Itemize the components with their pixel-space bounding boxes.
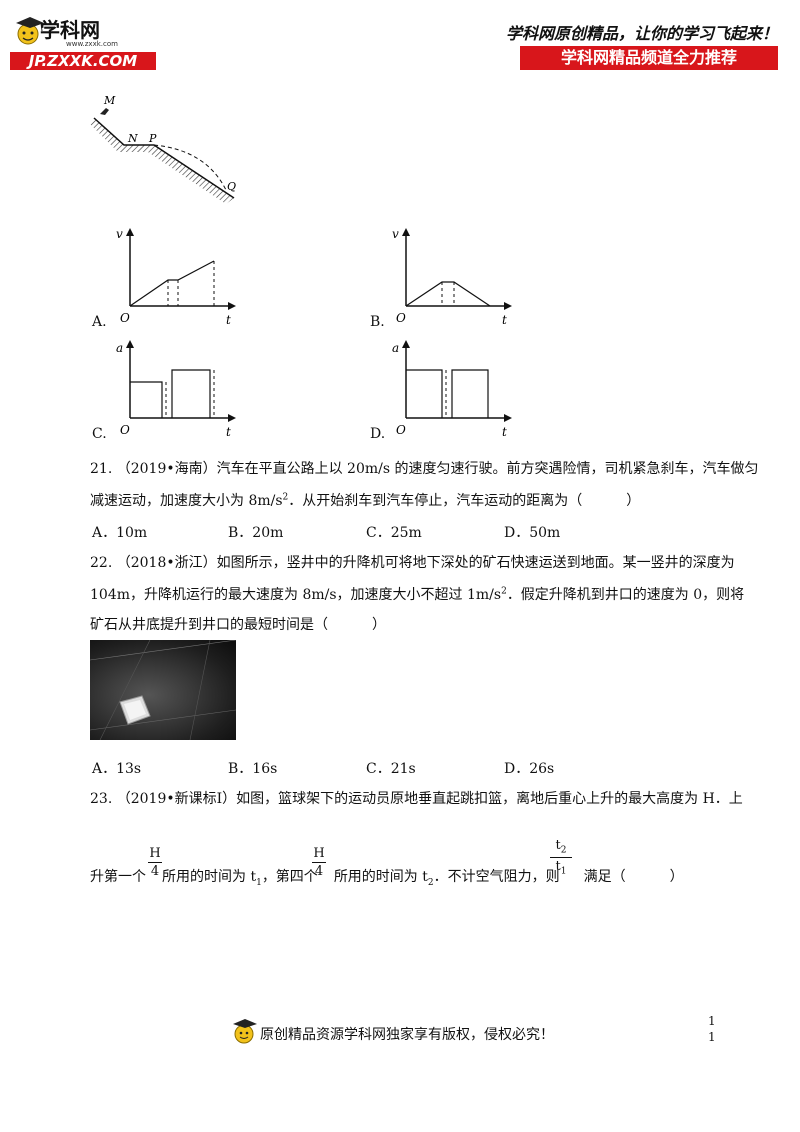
q22-text2a: 104m，升降机运行的最大速度为 8m/s，加速度大小不超过 1m/s <box>90 587 502 603</box>
q21-source: （2019•海南） <box>116 461 217 477</box>
header-slogan: 学科网原创精品，让你的学习飞起来！ <box>505 24 778 43</box>
q22-text3b: ） <box>372 617 386 633</box>
q23-line1: 23. （2019•新课标Ⅰ）如图，篮球架下的运动员原地垂直起跳扣篮，离地后重心… <box>90 788 743 808</box>
q23-t1-sub: 1 <box>256 877 262 888</box>
graph-d: a O t <box>392 340 512 439</box>
q23-l2-b: 所用的时间为 t <box>162 869 257 885</box>
q22-source: （2018•浙江） <box>116 555 217 571</box>
q23-line2: 升第一个所用的时间为 t1，第四个所用的时间为 t2．不计空气阻力，则满足（） <box>90 866 684 888</box>
q21-line1: 21. （2019•海南）汽车在平直公路上以 20m/s 的速度匀速行驶。前方突… <box>90 458 759 478</box>
page-number-top: 1 <box>708 1014 716 1028</box>
q23-text1: 如图，篮球架下的运动员原地垂直起跳扣篮，离地后重心上升的最大高度为 H．上 <box>236 791 743 807</box>
q22-text3a: 矿石从井底提升到井口的最短时间是（ <box>90 617 328 633</box>
graph-b: v O t <box>392 227 512 327</box>
q22-line3: 矿石从井底提升到井口的最短时间是（ ） <box>90 614 386 634</box>
footer-copyright: 原创精品资源学科网独家享有版权，侵权必究！ <box>260 1027 554 1043</box>
q22-line2: 104m，升降机运行的最大速度为 8m/s，加速度大小不超过 1m/s2．假定升… <box>90 586 745 603</box>
graph-a: v O t <box>116 227 236 327</box>
q21-text2b: ．从开始刹车到汽车停止，汽车运动的距离为（ <box>288 493 583 509</box>
q22-option-b[interactable]: B．16s <box>228 761 278 777</box>
q22-line1: 22. （2018•浙江）如图所示，竖井中的升降机可将地下深处的矿石快速运送到地… <box>90 552 735 572</box>
option-a-letter: A. <box>92 314 107 330</box>
label-Q: Q <box>227 180 236 193</box>
q21-line2: 减速运动，加速度大小为 8m/s2．从开始刹车到汽车停止，汽车运动的距离为（） <box>90 492 641 509</box>
q23-ratio-den: t1 <box>555 858 567 877</box>
graph-a-origin: O <box>120 311 130 325</box>
q23-l2-d: 所用的时间为 t <box>333 869 428 885</box>
q22-text1: 如图所示，竖井中的升降机可将地下深处的矿石快速运送到地面。某一竖井的深度为 <box>216 555 735 571</box>
mascot-icon <box>16 17 44 45</box>
graph-c-xlabel: t <box>226 425 231 439</box>
q22-option-c[interactable]: C．21s <box>366 761 416 777</box>
q22-option-d[interactable]: D．26s <box>504 761 555 777</box>
graph-b-origin: O <box>396 311 406 325</box>
q21-number: 21. <box>90 461 113 477</box>
mine-shaft-photo <box>89 639 237 741</box>
q21-option-d[interactable]: D．50m <box>504 525 561 541</box>
logo-bar: JP.ZXXK.COM <box>10 52 156 70</box>
graph-d-origin: O <box>396 423 406 437</box>
q21-option-b[interactable]: B．20m <box>228 525 284 541</box>
q22-text2b: ．假定升降机到井口的速度为 0，则将 <box>506 587 745 603</box>
q23-source: （2019•新课标Ⅰ） <box>116 791 237 807</box>
mine-shaft-detail <box>89 639 237 741</box>
label-P: P <box>148 132 157 145</box>
graph-b-ylabel: v <box>392 227 399 241</box>
q23-l2-g: ） <box>669 869 684 885</box>
q23-frac2-num: H <box>313 846 325 861</box>
graph-d-xlabel: t <box>502 425 507 439</box>
graph-a-ylabel: v <box>116 227 123 241</box>
q21-text1: 汽车在平直公路上以 20m/s 的速度匀速行驶。前方突遇险情，司机紧急刹车，汽车… <box>216 461 759 477</box>
label-N: N <box>127 132 138 145</box>
q23-frac1-num: H <box>149 846 161 861</box>
footer-mascot-icon <box>233 1019 257 1044</box>
q21-text2c: ） <box>626 493 641 509</box>
graph-c: a O t <box>116 340 236 439</box>
q21-option-c[interactable]: C．25m <box>366 525 422 541</box>
q23-frac1-den: 4 <box>150 864 160 879</box>
option-d-letter: D. <box>370 426 386 442</box>
logo-name: 学科网 <box>40 18 100 42</box>
label-M: M <box>103 94 116 107</box>
option-b-letter: B. <box>370 314 385 330</box>
slope-figure: M N P Q <box>90 94 236 204</box>
page-number-bottom: 1 <box>708 1030 716 1044</box>
skier-icon <box>100 108 109 115</box>
graph-c-origin: O <box>120 423 130 437</box>
q23-l2-a: 升第一个 <box>90 869 146 885</box>
graph-b-xlabel: t <box>502 313 507 327</box>
q23-frac-h4-first: H 4 <box>148 846 162 879</box>
q23-number: 23. <box>90 791 113 807</box>
graph-c-ylabel: a <box>116 341 123 355</box>
q21-text2a: 减速运动，加速度大小为 8m/s <box>90 493 283 509</box>
q21-option-a[interactable]: A．10m <box>92 525 148 541</box>
q23-ratio-num: t2 <box>555 838 567 856</box>
logo-url: www.zxxk.com <box>66 40 118 48</box>
q23-l2-e: ．不计空气阻力，则 <box>433 869 560 885</box>
graph-a-xlabel: t <box>226 313 231 327</box>
q22-option-a[interactable]: A．13s <box>92 761 142 777</box>
q23-frac-ratio: t2 t1 <box>550 838 572 876</box>
q22-number: 22. <box>90 555 113 571</box>
q23-t2-sub: 2 <box>427 877 434 888</box>
option-c-letter: C. <box>92 426 107 442</box>
channel-banner: 学科网精品频道全力推荐 <box>520 46 778 70</box>
q23-frac2-den: 4 <box>314 864 324 879</box>
q23-l2-c: ，第四个 <box>261 869 318 885</box>
q23-frac-h4-fourth: H 4 <box>312 846 326 879</box>
q23-l2-f: 满足（ <box>583 869 626 885</box>
graph-d-ylabel: a <box>392 341 399 355</box>
